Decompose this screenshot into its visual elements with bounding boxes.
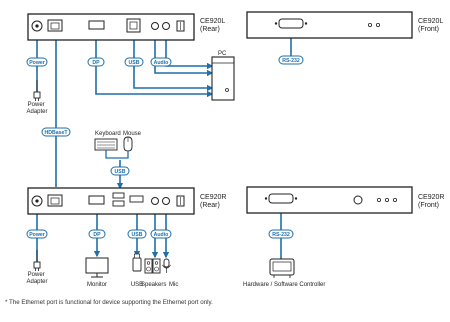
tag-audio-top: Audio	[150, 57, 172, 67]
serial-port-icon-r	[268, 193, 294, 204]
audio-jack-icon	[151, 22, 159, 30]
svg-text:Power: Power	[29, 60, 45, 66]
power-adapter-icon-bottom	[33, 250, 41, 271]
ce920l-front-name: CE920L	[418, 18, 443, 25]
button-icon	[353, 195, 363, 205]
ce920r-rear-side: (Rear)	[200, 202, 220, 209]
led-icon	[367, 22, 372, 27]
svg-text:DP: DP	[93, 232, 101, 238]
tag-audio-bottom: Audio	[150, 229, 172, 239]
led-icon-r2	[384, 197, 389, 202]
power-adapter-label-top: Power Adapter	[26, 102, 47, 115]
cable-audio-top-a	[154, 40, 214, 77]
svg-text:Audio: Audio	[154, 232, 169, 238]
power-adapter-label-top-line1: Power	[28, 102, 45, 108]
controller-icon	[269, 258, 295, 278]
controller-label: Hardware / Software Controller	[243, 282, 325, 288]
ce920l-front-side: (Front)	[418, 26, 439, 33]
ce920l-front-label: CE920L (Front)	[418, 18, 445, 33]
tag-dp-bottom: DP	[88, 229, 106, 239]
power-adapter-label-top-line2: Adapter	[26, 109, 47, 115]
monitor-icon	[85, 257, 109, 278]
tag-hdbaset: HDBaseT	[41, 127, 71, 137]
power-adapter-label-bottom: Power Adapter	[26, 272, 47, 285]
mic-label: Mic	[169, 282, 178, 288]
mouse-icon	[123, 136, 133, 152]
tag-power-bottom: Power	[26, 229, 48, 239]
power-adapter-icon	[33, 80, 41, 101]
microphone-icon	[162, 258, 171, 273]
serial-port-icon	[278, 18, 304, 29]
svg-text:Power: Power	[29, 232, 45, 238]
led-icon-r1	[376, 197, 381, 202]
pc-label: PC	[218, 51, 227, 57]
tag-rs232-top: RS-232	[278, 55, 304, 65]
pc-tower-icon	[211, 56, 235, 101]
svg-text:Audio: Audio	[154, 60, 169, 66]
ce920l-front-unit	[246, 11, 413, 39]
cable-dp-top	[95, 40, 214, 98]
power-adapter-label-bottom-line2: Adapter	[26, 279, 47, 285]
usb-device-label: USB	[131, 282, 143, 288]
usb-port-icon-r2	[112, 200, 125, 207]
tag-power-top: Power	[26, 57, 48, 67]
cable-usb-top	[133, 40, 214, 92]
svg-text:USB: USB	[129, 60, 140, 66]
mouse-label: Mouse	[123, 131, 142, 137]
keyboard-icon	[94, 138, 118, 151]
cable-kbd-mouse-join	[105, 150, 129, 159]
svg-text:USB: USB	[132, 232, 143, 238]
svg-text:RS-232: RS-232	[282, 58, 300, 64]
usb-port-icon-r3	[129, 195, 144, 203]
dp-port-icon	[88, 20, 105, 30]
cable-audio-top-b	[165, 40, 214, 70]
svg-text:USB: USB	[115, 169, 126, 175]
ce920r-front-name: CE920R	[418, 194, 444, 201]
tag-usb-top: USB	[124, 57, 144, 67]
audio-jack-icon-r2	[162, 197, 170, 205]
speakers-label: Speakers	[141, 282, 166, 288]
tag-usb-mid: USB	[110, 166, 130, 176]
svg-text:HDBaseT: HDBaseT	[44, 130, 68, 136]
ce920l-rear-label: CE920L (Rear)	[200, 18, 227, 33]
tag-usb-bottom: USB	[127, 229, 147, 239]
ce920r-rear-name: CE920R	[200, 194, 226, 201]
footnote: * The Ethernet port is functional for de…	[5, 299, 213, 306]
ce920l-rear-name: CE920L	[200, 18, 225, 25]
usb-drive-icon	[132, 253, 142, 272]
ce920l-rear-unit	[27, 13, 195, 41]
ce920r-front-unit	[246, 186, 413, 214]
ce920r-front-label: CE920R (Front)	[418, 194, 446, 209]
monitor-label: Monitor	[87, 282, 107, 288]
ce920r-rear-unit	[27, 187, 195, 215]
keyboard-label: Keyboard	[95, 131, 121, 137]
speakers-icon	[144, 258, 161, 274]
tag-dp-top: DP	[87, 57, 105, 67]
led-icon-2	[375, 22, 380, 27]
ce920r-front-side: (Front)	[418, 202, 439, 209]
audio-jack-icon-r	[151, 197, 159, 205]
led-icon-r3	[392, 197, 397, 202]
power-adapter-label-bottom-line1: Power	[28, 272, 45, 278]
ce920l-rear-side: (Rear)	[200, 26, 220, 33]
dp-port-icon-r	[88, 195, 105, 205]
usb-port-icon-r1	[112, 192, 125, 199]
svg-text:DP: DP	[92, 60, 100, 66]
ce920r-rear-label: CE920R (Rear)	[200, 194, 228, 209]
audio-jack-icon-2	[162, 22, 170, 30]
tags: Power DP USB Audio RS-232 HDBaseT USB Po…	[26, 55, 304, 239]
tag-rs232-bottom: RS-232	[268, 229, 294, 239]
svg-text:RS-232: RS-232	[272, 232, 290, 238]
